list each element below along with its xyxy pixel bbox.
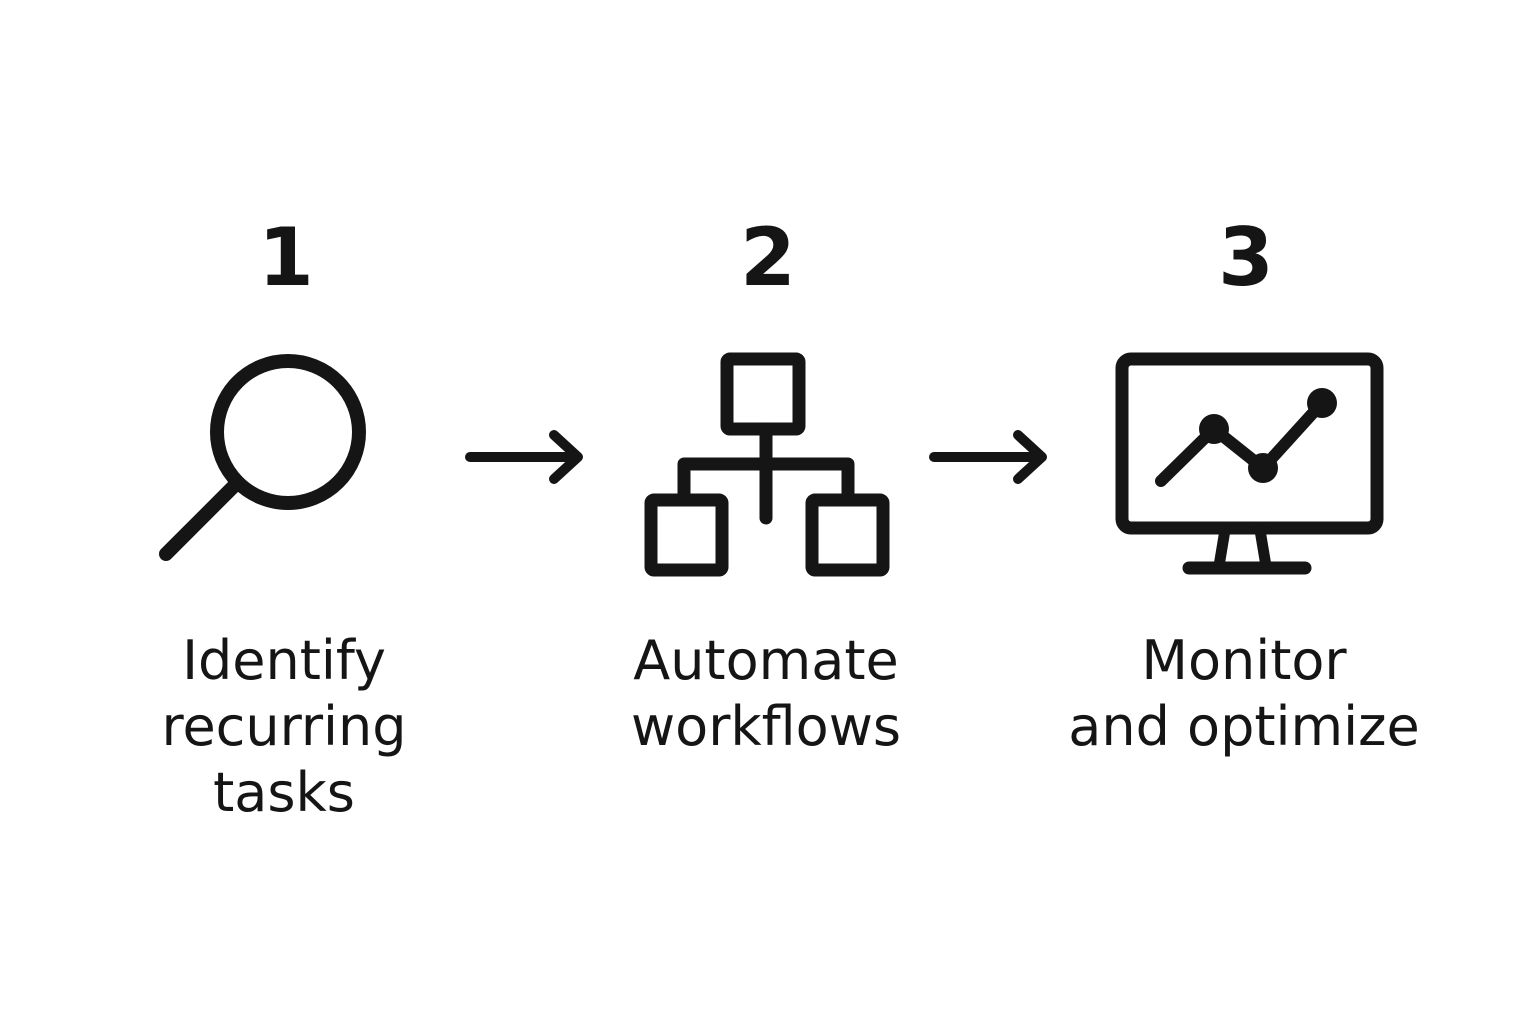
step-label-2: Automate workflows	[556, 628, 976, 760]
step-label-1-line-2: recurring	[161, 695, 407, 758]
step-label-2-line-2: workflows	[630, 695, 902, 758]
step-label-2-line-1: Automate	[633, 629, 899, 692]
step-label-1-line-3: tasks	[213, 761, 355, 824]
step-number-2: 2	[740, 211, 796, 304]
step-label-3-line-1: Monitor	[1141, 629, 1347, 692]
step-label-3-line-2: and optimize	[1068, 695, 1420, 758]
right-arrow-icon	[465, 430, 583, 484]
step-number-1: 1	[258, 211, 314, 304]
step-label-1-line-1: Identify	[182, 629, 386, 692]
step-label-1: Identify recurring tasks	[74, 628, 494, 826]
workflow-hierarchy-icon	[644, 352, 890, 577]
right-arrow-icon	[929, 430, 1047, 484]
magnifying-glass-icon	[159, 354, 366, 561]
step-number-3: 3	[1218, 211, 1274, 304]
monitor-chart-icon	[1115, 352, 1384, 575]
step-label-3: Monitor and optimize	[1034, 628, 1454, 760]
